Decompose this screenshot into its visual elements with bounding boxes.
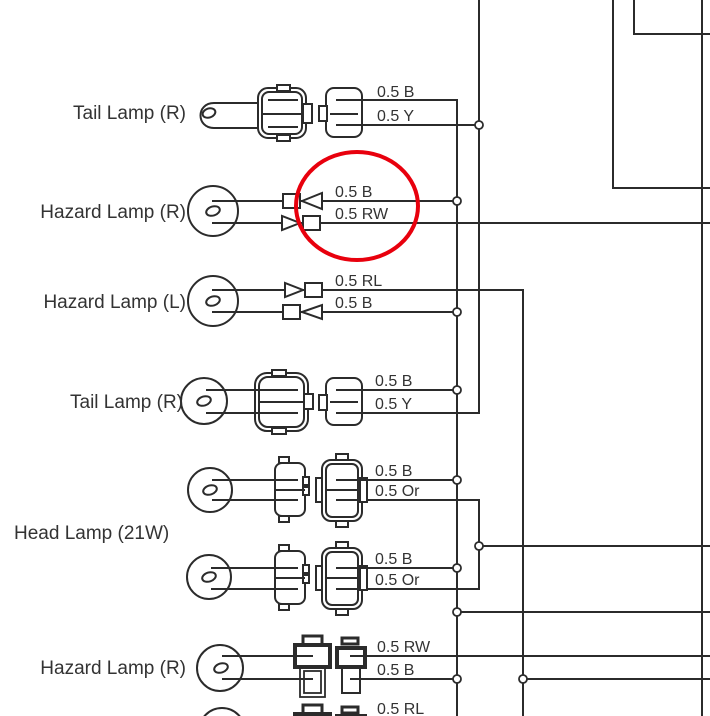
wire-label: 0.5 B [377, 84, 414, 101]
wire-label: 0.5 B [375, 373, 412, 390]
bus-line [336, 0, 480, 414]
wire-label: 0.5 Or [375, 572, 420, 589]
wire-label: 0.5 Or [375, 483, 420, 500]
junction-node [452, 563, 462, 573]
female-terminal-icon [298, 303, 323, 321]
filament-icon [201, 107, 217, 119]
bold-connector [293, 634, 332, 698]
row-tail-lamp-1 [199, 84, 479, 142]
component-label: Head Lamp (21W) [14, 523, 169, 544]
junction-node [452, 385, 462, 395]
filament-icon [205, 295, 221, 307]
row-hazard-lamp-r-2 [196, 634, 457, 698]
female-terminal-icon [299, 191, 323, 211]
connector [274, 544, 310, 611]
connector-housing [254, 369, 314, 435]
tube-lamp [199, 102, 258, 129]
component-label: Hazard Lamp (R) [40, 658, 186, 679]
junction-node [452, 196, 462, 206]
female-terminal-icon [304, 282, 323, 298]
row-tail-lamp-2 [180, 369, 457, 435]
wire-label: 0.5 B [375, 463, 412, 480]
bulb-icon [180, 377, 228, 425]
highlight-circle-annotation [294, 150, 420, 262]
wire-label: 0.5 B [335, 295, 372, 312]
bulb-icon [187, 467, 233, 513]
wire-label: 0.5 Y [375, 396, 412, 413]
bold-connector [340, 705, 360, 715]
row-hazard-lamp-l [187, 275, 457, 327]
bus-line [633, 0, 710, 35]
row-hazard-lamp-r [187, 185, 457, 237]
wire-label: 0.5 B [375, 551, 412, 568]
bulb-icon [186, 554, 232, 600]
filament-icon [202, 484, 218, 496]
connector-housing [315, 453, 368, 528]
junction-node [474, 120, 484, 130]
filament-icon [213, 662, 229, 674]
junction-node [518, 674, 528, 684]
male-terminal-icon [284, 281, 306, 299]
connector-housing [257, 84, 313, 142]
wire-label: 0.5 B [377, 662, 414, 679]
filament-icon [196, 395, 212, 407]
female-terminal-icon [302, 215, 321, 231]
wire-label: 0.5 RW [377, 639, 431, 656]
wire-label: 0.5 RW [335, 206, 389, 223]
filament-icon [201, 571, 217, 583]
junction-node [452, 475, 462, 485]
junction-node [474, 541, 484, 551]
wire-label: 0.5 Y [377, 108, 414, 125]
filament-icon [205, 205, 221, 217]
male-terminal-icon [282, 304, 301, 320]
bold-connector [293, 712, 332, 716]
bus-line [612, 0, 710, 189]
labels: Tail Lamp (R) 0.5 B 0.5 Y Hazard Lamp (R… [14, 84, 431, 716]
junction-node [452, 607, 462, 617]
connector-housing [315, 541, 368, 616]
bulb-icon [203, 707, 241, 716]
connector [274, 456, 310, 523]
bulb-icon [196, 644, 244, 692]
wire-label: 0.5 RL [377, 701, 424, 716]
wire-label: 0.5 RL [335, 273, 382, 290]
connector [318, 87, 363, 138]
junction-node [452, 674, 462, 684]
row-head-lamp-2 [186, 541, 457, 616]
bus-line [336, 99, 458, 716]
row-partial-bottom [203, 703, 367, 716]
male-terminal-icon [281, 214, 303, 232]
bold-connector [335, 636, 367, 694]
bulb-icon [187, 185, 239, 237]
connector [318, 377, 363, 426]
component-label: Hazard Lamp (R) [40, 202, 186, 223]
wire-label: 0.5 B [335, 184, 372, 201]
component-label: Hazard Lamp (L) [43, 292, 186, 313]
component-label: Tail Lamp (R) [73, 103, 186, 124]
junction-node [452, 307, 462, 317]
component-label: Tail Lamp (R) [70, 392, 183, 413]
bulb-icon [187, 275, 239, 327]
junction-nodes [452, 120, 528, 684]
row-head-lamp-1 [187, 453, 457, 528]
